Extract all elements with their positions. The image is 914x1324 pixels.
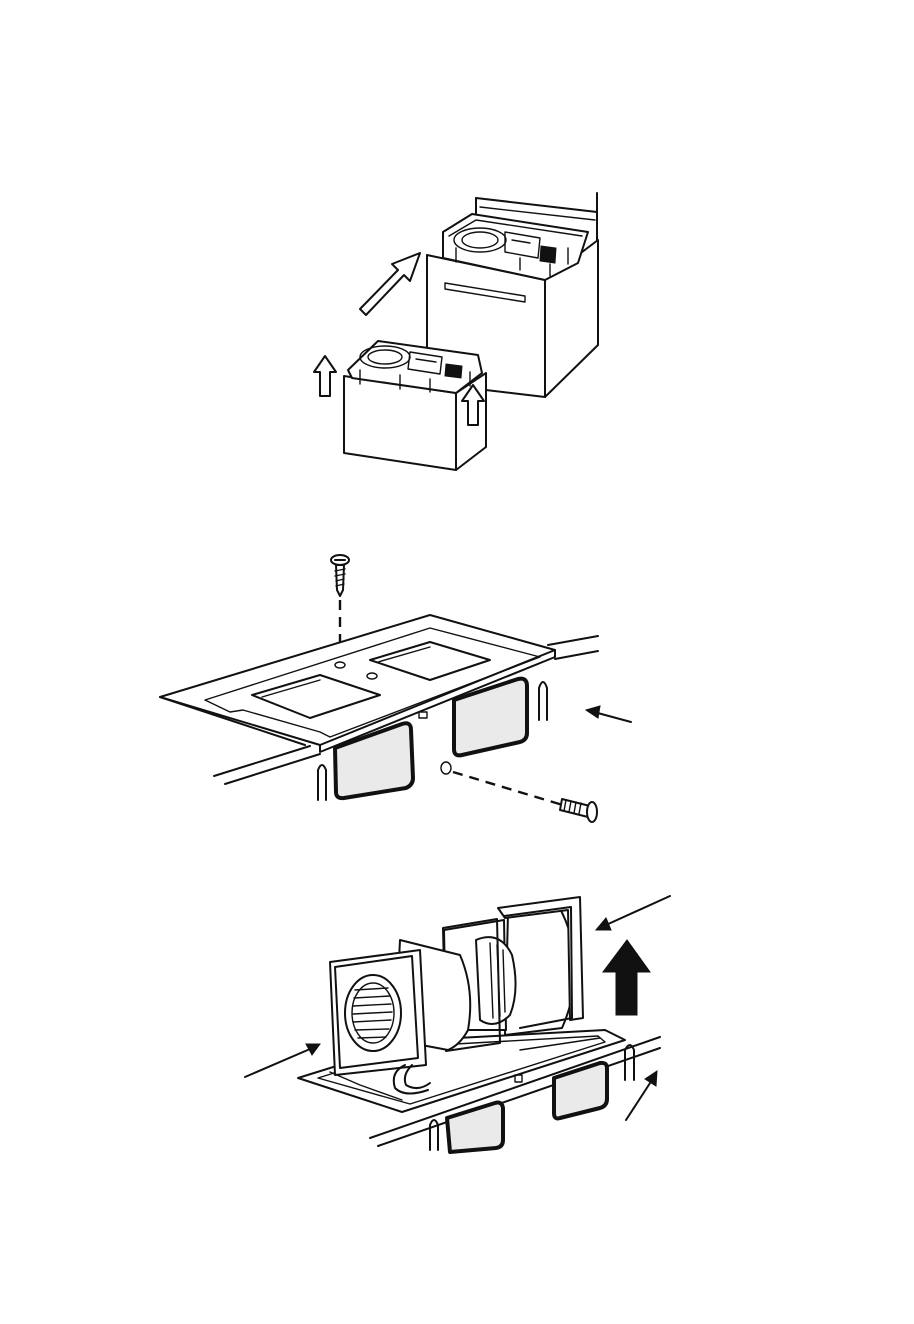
- outline-diagonal-arrow-icon: [360, 253, 420, 315]
- pointer-arrow-icon: [586, 706, 631, 722]
- outline-up-arrow-icon: [314, 356, 336, 396]
- filter-box: [344, 341, 486, 470]
- screw-icon: [331, 555, 349, 596]
- filter-opening: [447, 1103, 503, 1152]
- pointer-arrow-icon: [626, 1071, 657, 1120]
- figure-1-filter-boxes: [314, 193, 598, 470]
- figure-2-mounting-plate: [160, 555, 631, 822]
- screw-icon: [560, 799, 597, 822]
- figure-3-fan-units: [245, 896, 670, 1152]
- solid-up-arrow-icon: [603, 940, 650, 1015]
- pointer-arrow-icon: [245, 1044, 320, 1077]
- filter-opening: [454, 679, 527, 756]
- pointer-arrow-icon: [596, 896, 670, 930]
